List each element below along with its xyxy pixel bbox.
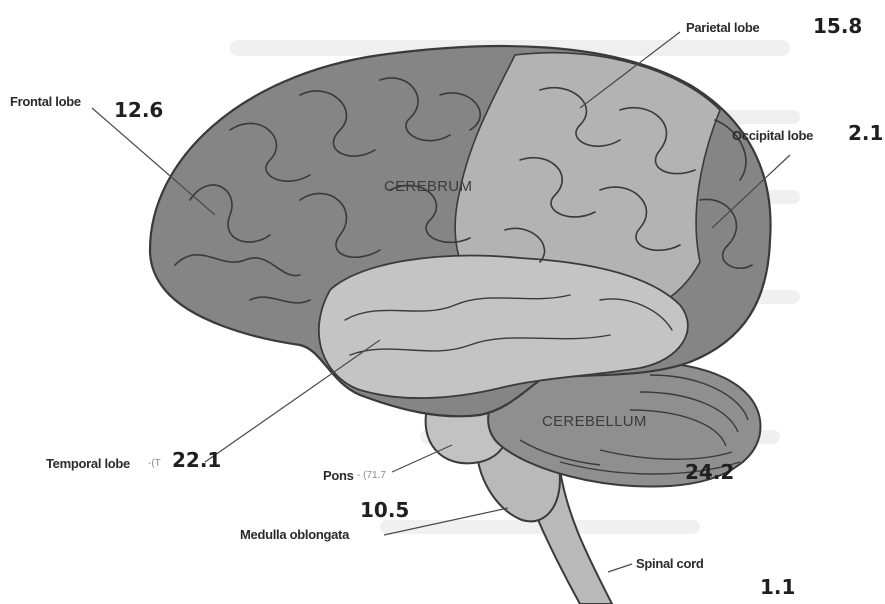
label-parietal-lobe: Parietal lobe [686, 20, 759, 35]
leader-spinal [608, 564, 632, 572]
label-temporal-lobe: Temporal lobe [46, 456, 130, 471]
leader-temporal [205, 340, 380, 462]
value-occipital-lobe: 2.1 [848, 121, 883, 145]
suffix-pons: - (71.7 [357, 470, 386, 481]
region-label-cerebrum: CEREBRUM [384, 178, 472, 195]
suffix-temporal-lobe: -(T [148, 458, 161, 469]
label-occipital-lobe: Occipital lobe [732, 128, 813, 143]
leader-pons [392, 445, 452, 472]
label-frontal-lobe: Frontal lobe [10, 94, 81, 109]
value-cerebellum: 24.2 [685, 460, 734, 484]
value-spinal-cord: 1.1 [760, 575, 795, 599]
label-spinal-cord: Spinal cord [636, 556, 704, 571]
label-pons: Pons [323, 468, 354, 483]
value-medulla-oblongata: 10.5 [360, 498, 409, 522]
value-frontal-lobe: 12.6 [114, 98, 163, 122]
region-label-cerebellum: CEREBELLUM [542, 413, 647, 430]
label-medulla-oblongata: Medulla oblongata [240, 527, 349, 542]
value-temporal-lobe: 22.1 [172, 448, 221, 472]
value-parietal-lobe: 15.8 [813, 14, 862, 38]
